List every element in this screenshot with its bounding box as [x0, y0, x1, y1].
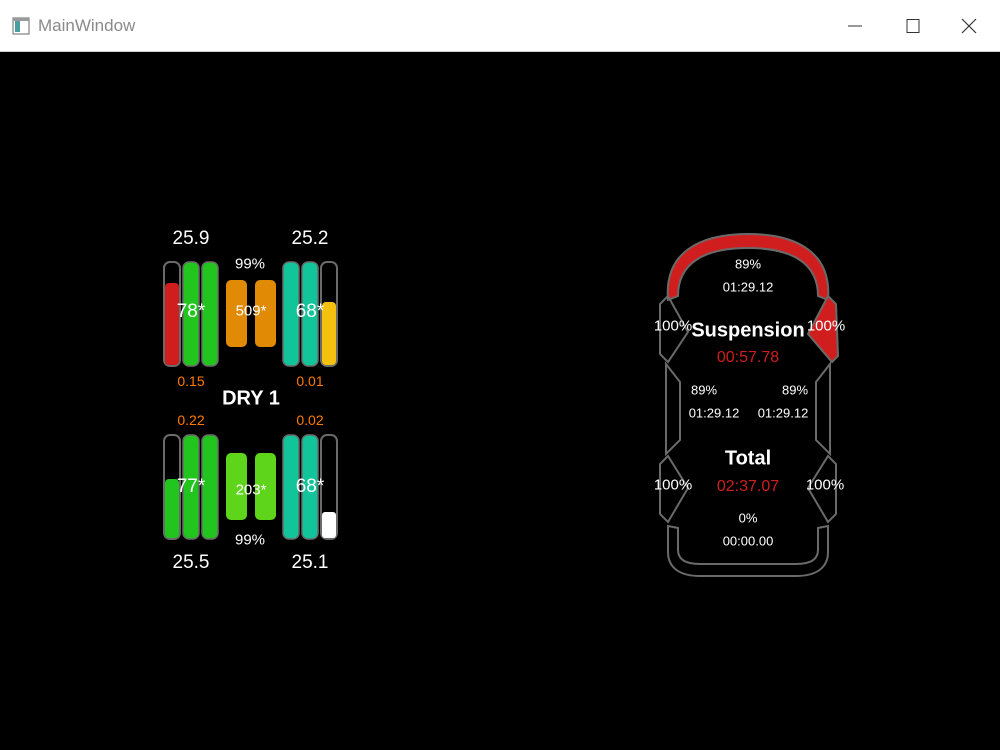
front-right-core-temp: 68* — [295, 301, 325, 322]
right-body-damage-percent: 89% — [781, 382, 809, 398]
rear-left-surface-temp: 25.5 — [172, 552, 210, 573]
rear-right-pressure-delta: 0.02 — [296, 412, 324, 428]
rear-right-suspension-part — [806, 454, 837, 524]
dashboard-canvas: 25.9 25.2 99% 78* 509* 68* 0.15 0.01 DRY… — [0, 52, 1000, 750]
rear-right-gauge-fill — [322, 512, 336, 538]
rear-right-surface-temp: 25.1 — [291, 552, 329, 573]
rear-right-tread-outer — [282, 434, 300, 540]
rear-right-core-temp: 68* — [295, 476, 325, 497]
front-right-tyre — [282, 261, 338, 367]
front-right-tread-outer — [282, 261, 300, 367]
rear-wing-part — [667, 524, 829, 577]
front-wing-damage-time: 01:29.12 — [722, 279, 774, 295]
front-right-gauge-fill — [322, 302, 336, 365]
minimize-icon — [848, 25, 862, 27]
rear-left-tread-outer — [201, 434, 219, 540]
front-left-suspension-part — [659, 294, 690, 364]
rear-right-gauge-outline — [320, 434, 338, 540]
total-label: Total — [724, 447, 772, 470]
rear-left-core-temp: 77* — [176, 476, 206, 497]
rear-left-tread-inner — [182, 434, 200, 540]
front-left-tread-inner — [182, 261, 200, 367]
rear-left-brake — [226, 453, 247, 520]
close-icon — [961, 18, 977, 34]
rear-left-gauge-outline — [163, 434, 181, 540]
rear-right-suspension-percent: 100% — [805, 476, 845, 494]
rear-right-tyre — [282, 434, 338, 540]
rear-brake-temp: 203* — [235, 481, 267, 499]
front-wing-damage-percent: 89% — [734, 256, 762, 272]
front-right-suspension-part — [806, 294, 840, 364]
minimize-button[interactable] — [826, 0, 884, 52]
front-right-brake — [255, 280, 276, 347]
front-left-tyre — [163, 261, 219, 367]
front-left-tread-outer — [201, 261, 219, 367]
left-body-damage-percent: 89% — [690, 382, 718, 398]
maximize-button[interactable] — [884, 0, 942, 52]
tyre-compound: DRY 1 — [222, 387, 280, 410]
rear-wing-damage-time: 00:00.00 — [722, 533, 774, 549]
app-icon — [12, 17, 30, 35]
rear-left-pressure-delta: 0.22 — [177, 412, 205, 428]
rear-left-gauge-fill — [165, 479, 179, 538]
front-right-pressure-delta: 0.01 — [296, 373, 324, 389]
tyre-panel-graphics — [163, 261, 338, 540]
front-left-pressure-delta: 0.15 — [177, 373, 205, 389]
rear-left-suspension-percent: 100% — [653, 476, 693, 494]
front-left-gauge-outline — [163, 261, 181, 367]
suspension-time: 00:57.78 — [716, 349, 780, 366]
title-bar: MainWindow — [0, 0, 1000, 52]
close-button[interactable] — [940, 0, 998, 52]
front-right-suspension-percent: 100% — [806, 317, 846, 335]
front-left-surface-temp: 25.9 — [172, 228, 210, 249]
maximize-icon — [906, 19, 920, 33]
rear-wing-damage-percent: 0% — [738, 510, 758, 526]
front-brake-temp: 509* — [235, 302, 267, 320]
front-left-gauge-fill — [165, 283, 179, 365]
rear-right-brake — [255, 453, 276, 520]
front-left-suspension-percent: 100% — [653, 317, 693, 335]
front-brake-wear: 99% — [234, 255, 266, 273]
rear-left-suspension-part — [659, 454, 690, 524]
rear-brake-wear: 99% — [234, 531, 266, 549]
left-body-damage-time: 01:29.12 — [688, 405, 740, 421]
left-body-part — [665, 361, 681, 457]
rear-right-tread-inner — [301, 434, 319, 540]
front-right-tread-inner — [301, 261, 319, 367]
front-right-surface-temp: 25.2 — [291, 228, 329, 249]
suspension-label: Suspension — [691, 319, 805, 342]
window-title: MainWindow — [38, 16, 136, 35]
right-body-damage-time: 01:29.12 — [757, 405, 809, 421]
total-time: 02:37.07 — [716, 478, 780, 495]
rear-left-tyre — [163, 434, 219, 540]
right-body-part — [815, 361, 831, 457]
front-left-brake — [226, 280, 247, 347]
car-damage-graphics — [659, 232, 840, 577]
front-right-gauge-outline — [320, 261, 338, 367]
front-left-core-temp: 78* — [176, 301, 206, 322]
